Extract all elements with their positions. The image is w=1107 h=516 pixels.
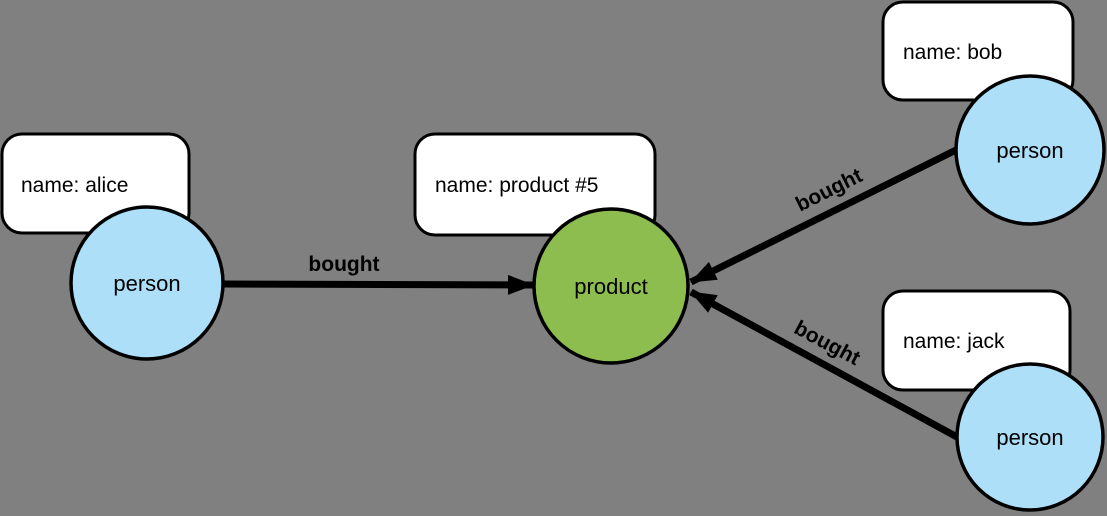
edge-label-alice-bought: bought bbox=[308, 253, 379, 276]
node-product bbox=[532, 207, 690, 365]
node-person-alice bbox=[69, 205, 225, 361]
node-label-alice: person bbox=[113, 271, 180, 296]
node-person-jack bbox=[955, 362, 1105, 512]
property-label-jack: name: jack bbox=[903, 330, 1005, 353]
node-label-jack: person bbox=[996, 425, 1063, 450]
property-label-alice: name: alice bbox=[21, 174, 128, 197]
node-person-bob bbox=[954, 74, 1106, 226]
property-label-bob: name: bob bbox=[903, 41, 1002, 64]
edge-alice-bought-product bbox=[221, 274, 534, 295]
node-label-bob: person bbox=[996, 138, 1063, 163]
edge-jack-bought-product bbox=[689, 288, 959, 441]
property-label-product: name: product #5 bbox=[435, 174, 598, 197]
edge-bob-bought-product bbox=[689, 146, 958, 286]
node-label-product: product bbox=[574, 274, 647, 299]
